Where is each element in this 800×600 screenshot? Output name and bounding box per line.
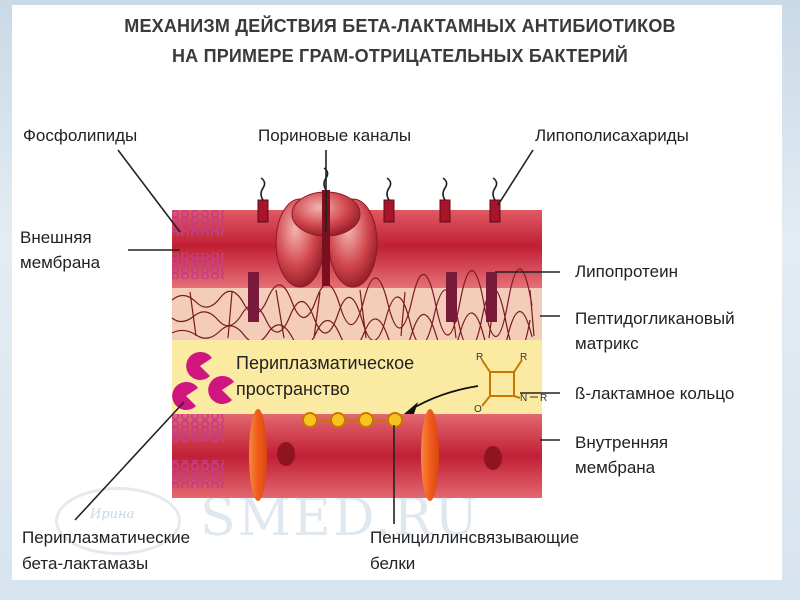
label-porin-channels: Пориновые каналы [258,126,412,145]
label-inner-membrane-2: мембрана [575,458,656,477]
label-lipoprotein: Липопротеин [575,262,678,281]
beta-lactamases [172,351,234,410]
inner-membrane-protein-1 [249,409,267,501]
molecule-r-top-left: R [476,352,483,363]
watermark-logo-text: Ирина [90,507,135,522]
inner-membrane-blob-2 [484,446,502,470]
beta-lactam-arrowhead [404,402,418,414]
label-outer-membrane-1: Внешняя [20,228,92,247]
molecule-n: N [520,393,527,404]
watermark-logo [55,487,181,555]
label-peptidoglycan-1: Пептидогликановый [575,309,735,328]
label-beta-lactamases-2: бета-лактамазы [22,554,149,573]
label-inner-membrane-1: Внутренняя [575,433,669,452]
leader-lines [74,149,560,524]
lipoproteins [248,272,497,322]
molecule-o: O [474,404,482,415]
porin-channel [275,190,378,288]
label-periplasmic-space-2: пространство [236,379,350,399]
inner-membrane-protein-2 [421,409,439,501]
inner-membrane-lipids-top [172,414,224,442]
peptidoglycan-layer [172,288,542,340]
penicillin-binding-proteins [302,412,403,428]
inner-membrane-lipids-bottom [172,460,224,488]
outer-membrane-lipids-bottom [172,253,224,279]
title-line-2: НА ПРИМЕРЕ ГРАМ-ОТРИЦАТЕЛЬНЫХ БАКТЕРИЙ [171,46,629,66]
label-beta-lactam-ring: ß-лактамное кольцо [575,384,735,403]
label-peptidoglycan-2: матрикс [575,334,639,353]
label-pbp-1: Пенициллинсвязывающие [370,528,580,547]
inner-membrane [172,414,542,498]
label-pbp-2: белки [370,554,416,573]
beta-lactam-ring [481,359,523,407]
label-outer-membrane-2: мембрана [20,253,101,272]
label-phospholipids: Фосфолипиды [23,126,138,145]
label-beta-lactamases-1: Периплазматические [22,528,191,547]
molecule-r-right: R [540,393,547,404]
outer-membrane-lipids-top [172,210,224,236]
title-line-1: МЕХАНИЗМ ДЕЙСТВИЯ БЕТА-ЛАКТАМНЫХ АНТИБИО… [124,16,676,36]
label-periplasmic-space-1: Периплазматическое [236,353,415,373]
label-lipopolysaccharides: Липополисахариды [535,126,689,145]
lipopolysaccharide-tails [260,167,498,201]
periplasmic-space [172,340,542,414]
molecule-r-top-right: R [520,352,527,363]
inner-membrane-blob-1 [277,442,295,466]
